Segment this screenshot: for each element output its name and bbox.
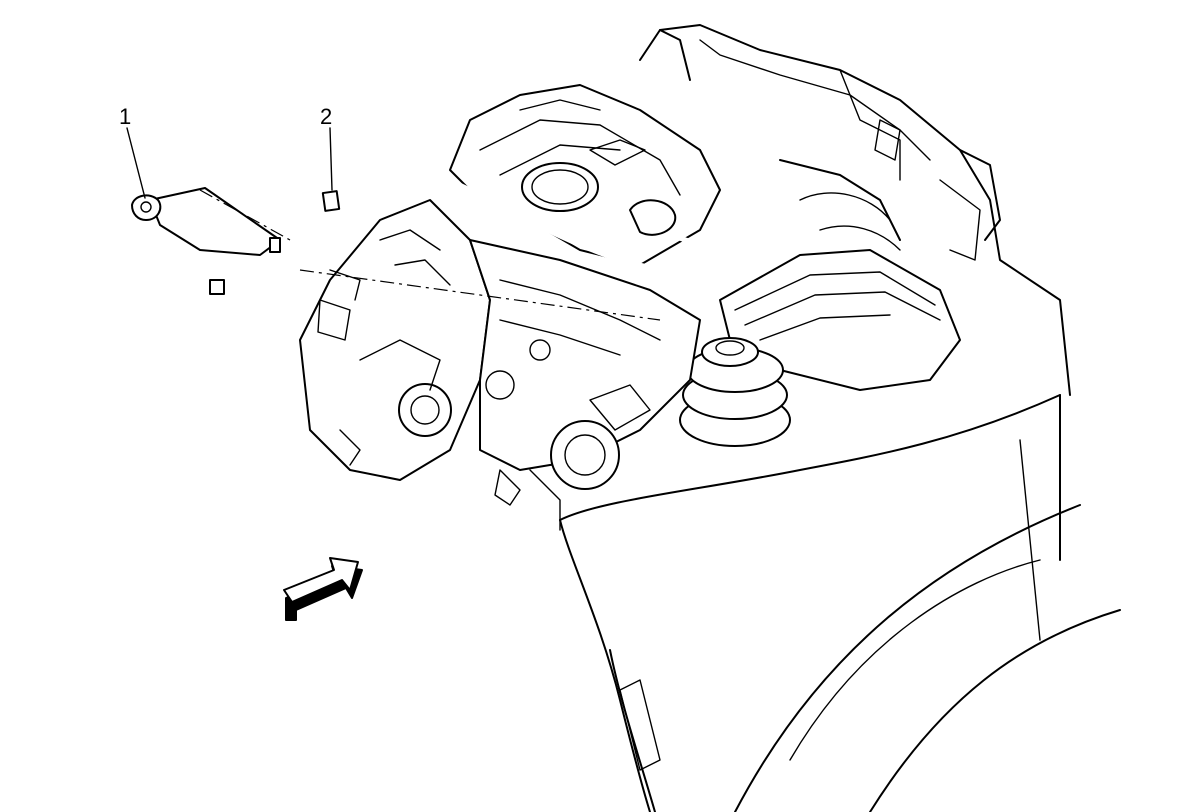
callout-label-1: 1	[119, 104, 131, 129]
fender-panel	[559, 394, 1121, 812]
callout-label-2: 2	[320, 104, 332, 129]
callout-1: 1	[119, 104, 146, 199]
radiator-support	[639, 24, 1071, 396]
callout-2: 2	[320, 104, 333, 191]
air-cleaner	[719, 159, 961, 391]
engine-block	[469, 239, 701, 531]
hose-part-2	[279, 165, 720, 293]
hose-part-1	[131, 187, 300, 313]
strut-tower	[679, 337, 791, 447]
view-direction-arrow-icon	[283, 557, 363, 621]
alignment-lines	[199, 189, 661, 321]
transmission	[299, 199, 491, 481]
